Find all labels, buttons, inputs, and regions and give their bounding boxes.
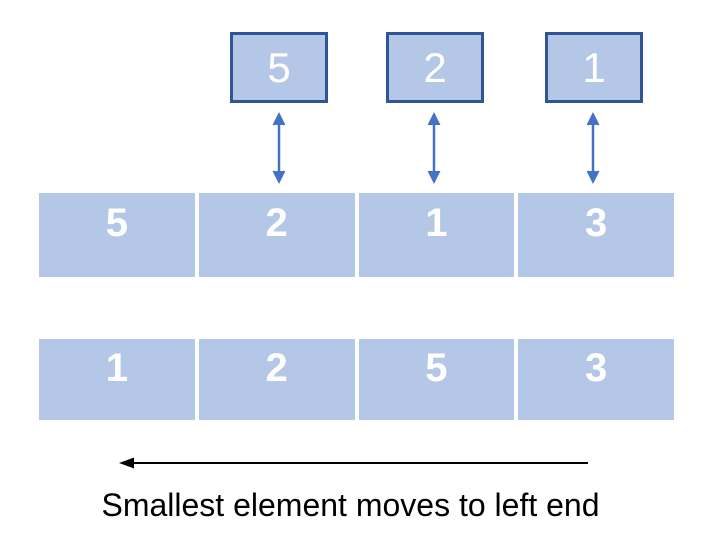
array-cell: 1 xyxy=(39,339,195,420)
array-cell-value: 1 xyxy=(105,345,128,390)
array-row-before: 5 2 1 3 xyxy=(39,193,674,277)
caption-text: Smallest element moves to left end xyxy=(101,487,600,523)
array-cell: 5 xyxy=(39,193,195,277)
array-cell-value: 5 xyxy=(425,345,448,390)
top-value-box-label: 1 xyxy=(582,43,606,91)
top-value-box: 5 xyxy=(230,32,328,103)
array-cell: 2 xyxy=(198,339,355,420)
double-arrow-icon xyxy=(272,112,286,184)
array-cell-value: 2 xyxy=(265,345,288,390)
array-cell-value: 5 xyxy=(105,201,128,245)
array-row-after: 1 2 5 3 xyxy=(39,339,674,420)
array-cell: 5 xyxy=(358,339,515,420)
array-cell: 3 xyxy=(518,339,674,420)
array-cell: 1 xyxy=(358,193,515,277)
array-cell: 3 xyxy=(518,193,674,277)
top-value-box-label: 2 xyxy=(423,43,447,91)
array-cell-value: 2 xyxy=(265,201,288,245)
top-value-box-label: 5 xyxy=(267,43,291,91)
top-value-box: 1 xyxy=(545,32,643,103)
array-cell-value: 3 xyxy=(585,345,608,390)
double-arrow-icon xyxy=(586,112,600,184)
array-cell: 2 xyxy=(198,193,355,277)
array-cell-value: 1 xyxy=(425,201,448,245)
double-arrow-icon xyxy=(427,112,441,184)
array-cell-value: 3 xyxy=(585,201,608,245)
left-arrow-icon xyxy=(119,457,588,469)
top-value-box: 2 xyxy=(386,32,484,103)
